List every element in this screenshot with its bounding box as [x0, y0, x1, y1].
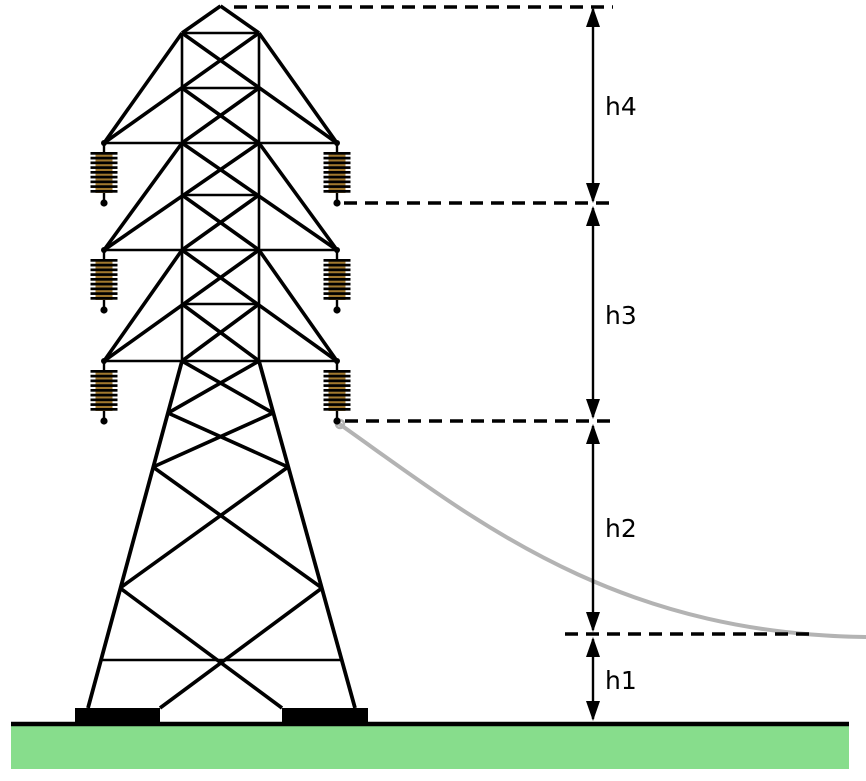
arrow-up-icon — [586, 637, 600, 657]
apex-left-edge — [180, 4, 222, 35]
arrow-down-icon — [586, 612, 600, 632]
grass-strip — [11, 726, 849, 769]
lattice-brace — [102, 31, 261, 145]
body-x-brace — [118, 586, 284, 710]
arrow-down-icon — [586, 701, 600, 721]
arrow-up-icon — [586, 7, 600, 27]
shoulder-brace — [257, 248, 339, 363]
body-x-brace — [158, 586, 324, 710]
body-x-brace — [167, 359, 260, 415]
mast-x-brace — [180, 193, 261, 252]
height-label-h2: h2 — [605, 514, 637, 543]
insulator — [322, 356, 352, 426]
insulator — [322, 245, 352, 315]
height-dimension-h4: h4 — [586, 7, 637, 203]
height-label-h4: h4 — [605, 92, 637, 121]
tower-leg-left — [86, 360, 184, 709]
height-dimension-h2: h2 — [586, 424, 637, 632]
body-x-brace — [167, 411, 289, 469]
arrow-down-icon — [586, 399, 600, 419]
arrow-up-icon — [586, 206, 600, 226]
insulator — [89, 138, 119, 208]
height-label-h1: h1 — [605, 666, 637, 695]
shoulder-brace — [102, 141, 184, 252]
insulator — [322, 138, 352, 208]
body-x-brace — [152, 411, 274, 469]
shoulder-brace — [102, 31, 184, 145]
shoulder-brace — [257, 141, 339, 252]
body-x-brace — [118, 465, 290, 590]
insulator — [89, 245, 119, 315]
body-x-brace — [151, 465, 324, 590]
mast-x-brace — [180, 86, 261, 145]
height-label-h3: h3 — [605, 301, 637, 330]
mast-x-brace — [180, 302, 261, 363]
arrow-down-icon — [586, 183, 600, 203]
shoulder-brace — [257, 31, 339, 145]
arrow-up-icon — [586, 424, 600, 444]
apex-right-edge — [219, 4, 261, 35]
foundation-pad-left — [75, 708, 160, 724]
foundation-pads — [75, 708, 368, 724]
conductor-cable — [336, 421, 866, 639]
foundation-pad-right — [282, 708, 368, 724]
tower-leg-right — [257, 360, 357, 709]
height-dimension-h3: h3 — [586, 206, 637, 419]
insulator — [89, 356, 119, 426]
transmission-tower — [86, 4, 357, 710]
height-dimension-h1: h1 — [586, 637, 637, 721]
body-x-brace — [181, 359, 274, 415]
shoulder-brace — [102, 248, 184, 363]
lattice-brace — [180, 31, 339, 145]
